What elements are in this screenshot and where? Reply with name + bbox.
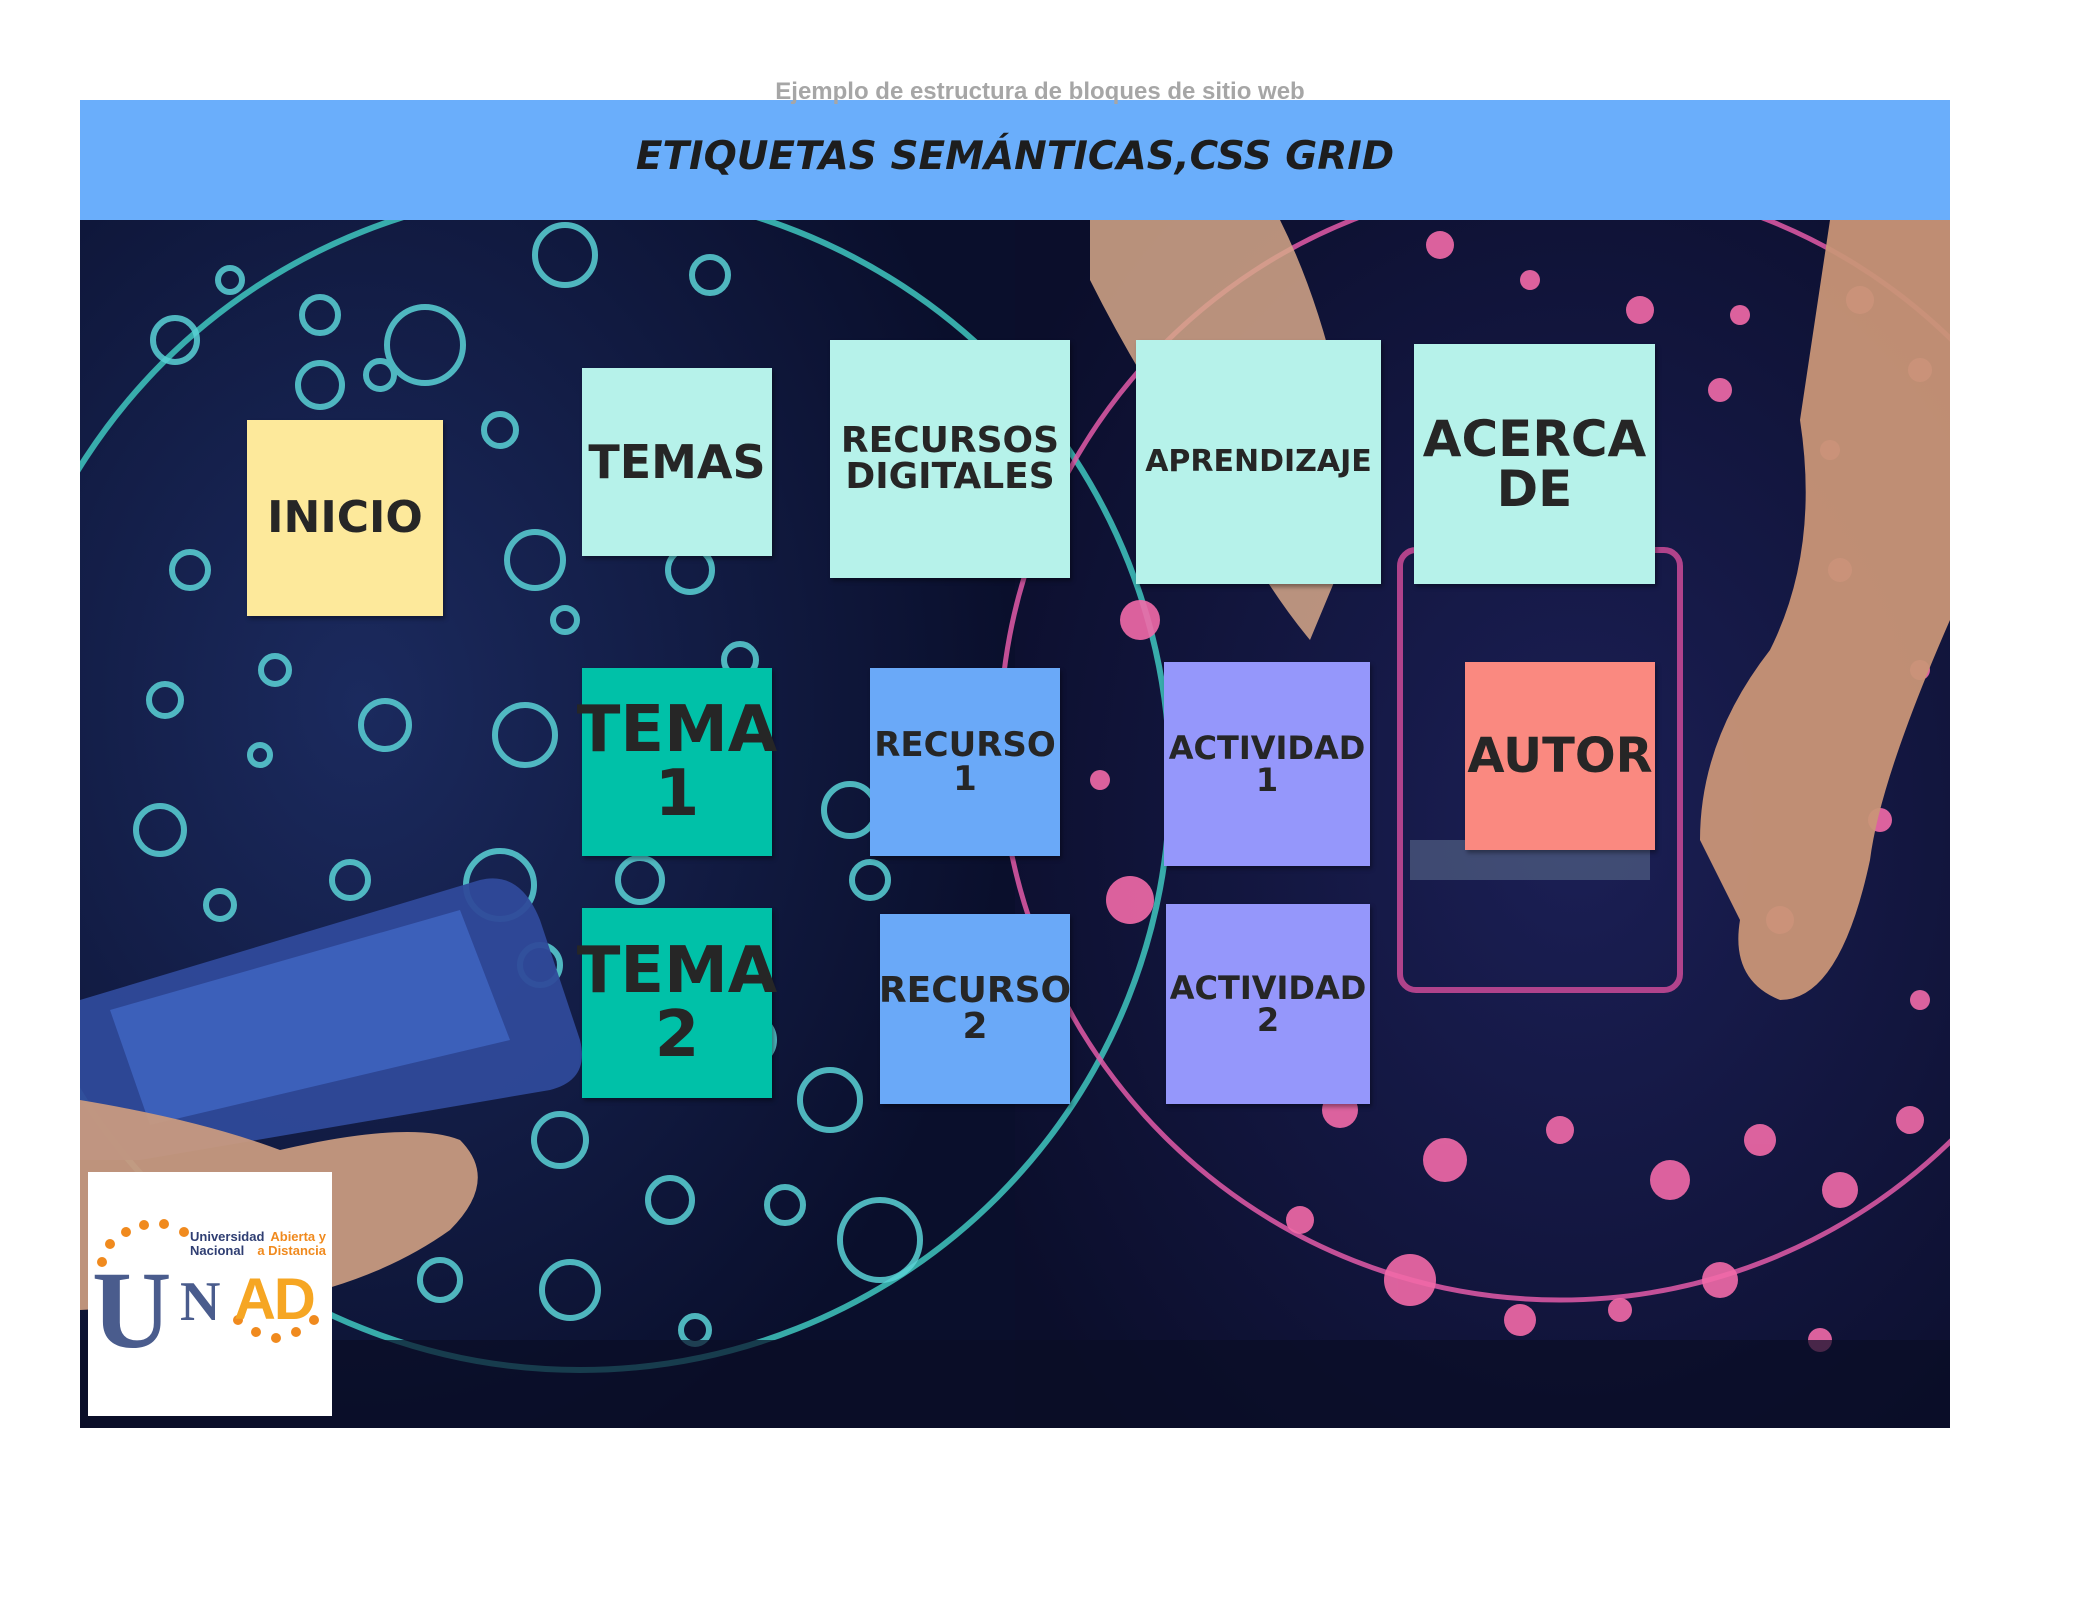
block-recurso-1[interactable]: RECURSO 1 [870, 668, 1060, 856]
logo-line-abierta: Abierta y [270, 1229, 326, 1244]
logo-letter-u: U [92, 1249, 172, 1371]
block-autor[interactable]: AUTOR [1465, 662, 1655, 850]
block-tema-2[interactable]: TEMA 2 [577, 908, 777, 1098]
logo-letter-n: N [180, 1271, 221, 1333]
block-tema-1[interactable]: TEMA 1 [577, 668, 777, 856]
header-banner: ETIQUETAS SEMÁNTICAS,CSS GRID [80, 100, 1950, 220]
logo-line-nacional: Nacional [190, 1243, 245, 1258]
block-aprendizaje[interactable]: APRENDIZAJE [1136, 340, 1381, 584]
block-acerca-de[interactable]: ACERCA DE [1414, 344, 1655, 584]
block-actividad-1[interactable]: ACTIVIDAD 1 [1164, 662, 1370, 866]
block-recurso-2[interactable]: RECURSO 2 [879, 914, 1071, 1104]
block-recursos-digitales[interactable]: RECURSOS DIGITALES [830, 340, 1070, 578]
logo-text-universidad: Universidad Nacional [190, 1230, 264, 1258]
page-caption: Ejemplo de estructura de bloques de siti… [775, 78, 1305, 105]
header-title: ETIQUETAS SEMÁNTICAS,CSS GRID [635, 134, 1395, 179]
block-inicio[interactable]: INICIO [247, 420, 443, 616]
logo-text-abierta: Abierta y a Distancia [257, 1230, 326, 1258]
logo-dots [97, 1219, 319, 1343]
logo-letters-ad: AD [234, 1267, 316, 1332]
logo-line-distancia: a Distancia [257, 1243, 326, 1258]
logo-line-universidad: Universidad [190, 1229, 265, 1244]
block-actividad-2[interactable]: ACTIVIDAD 2 [1166, 904, 1370, 1104]
unad-logo: Universidad Nacional Abierta y a Distanc… [88, 1172, 332, 1416]
block-temas[interactable]: TEMAS [582, 368, 772, 556]
